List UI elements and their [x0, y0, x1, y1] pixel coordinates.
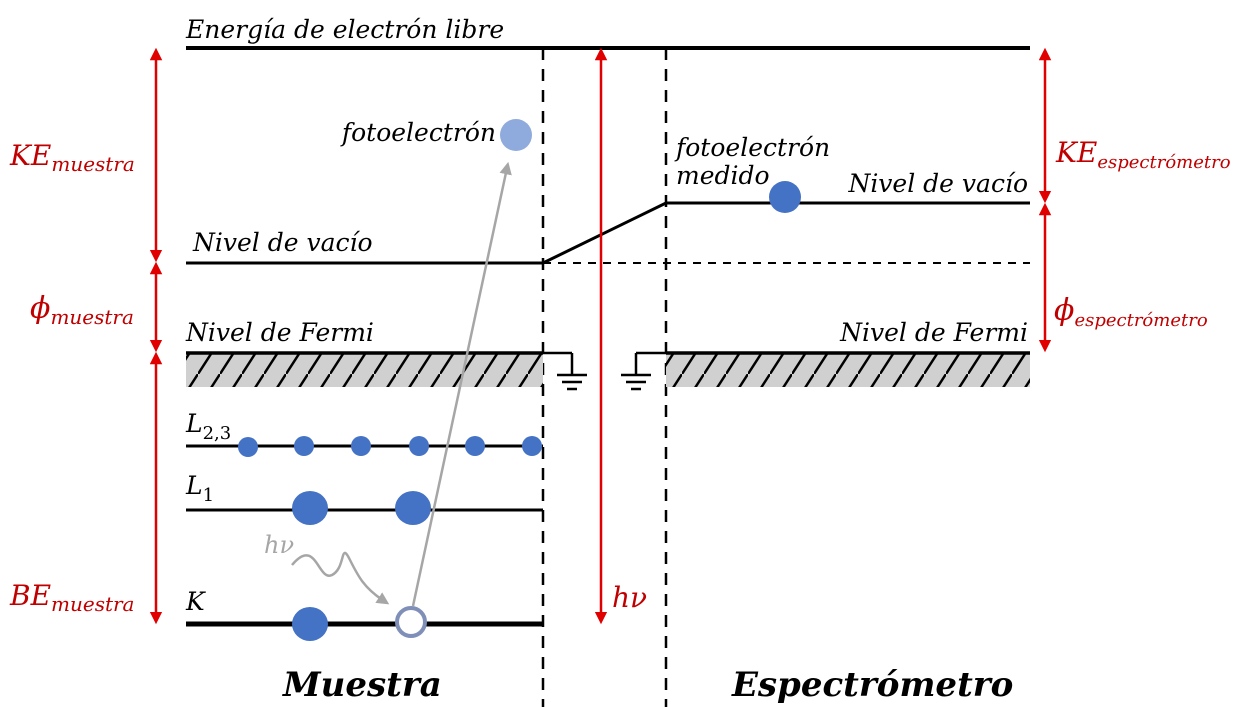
- photon-hv-label: hν: [264, 531, 294, 559]
- level-L1-label: L1: [185, 471, 214, 506]
- measured-photoelectron-label-line1: fotoelectrón: [674, 133, 830, 162]
- level-L23-label: L2,3: [185, 409, 231, 444]
- hv-total-label: hν: [612, 581, 647, 614]
- ground-symbol-sample: [543, 351, 587, 391]
- measured-photoelectron: [769, 181, 801, 213]
- electron: [395, 491, 431, 525]
- emitted-photoelectron: [500, 119, 532, 151]
- ke-sample-label: KEmuestra: [9, 139, 135, 176]
- vacuum-level-right-label: Nivel de vacío: [847, 169, 1028, 198]
- electron: [351, 436, 371, 456]
- sample-title: Muestra: [282, 665, 442, 705]
- phi-spectrometer-label: ϕespectrómetro: [1054, 293, 1208, 331]
- level-K-label: K: [185, 587, 206, 616]
- electron: [522, 436, 542, 456]
- electron: [292, 491, 328, 525]
- free-electron-energy-label: Energía de electrón libre: [185, 15, 504, 44]
- L23-electrons: [238, 436, 542, 457]
- electron: [294, 436, 314, 456]
- vacuum-level-left-label: Nivel de vacío: [192, 228, 373, 257]
- sample-metal-hatch: [186, 353, 543, 387]
- electron: [465, 436, 485, 456]
- electron: [238, 437, 258, 457]
- ke-spectrometer-label: KEespectrómetro: [1055, 136, 1231, 173]
- fermi-level-right-label: Nivel de Fermi: [839, 318, 1028, 347]
- be-sample-label: BEmuestra: [9, 579, 134, 616]
- spectrometer-metal-hatch: [666, 353, 1030, 387]
- fermi-level-left-label: Nivel de Fermi: [185, 318, 374, 347]
- K-electron: [292, 607, 328, 641]
- photoemission-arrow: [411, 161, 512, 607]
- spectrometer-title: Espectrómetro: [731, 665, 1013, 705]
- L1-electrons: [292, 491, 431, 525]
- photoelectron-label: fotoelectrón: [340, 118, 496, 147]
- phi-sample-label: ϕmuestra: [30, 291, 134, 329]
- electron: [409, 436, 429, 456]
- ground-symbol-spectrometer: [621, 351, 666, 391]
- vacuum-level-ramp: [542, 201, 667, 265]
- photon-wave: [291, 551, 390, 605]
- K-hole: [395, 606, 427, 638]
- measured-photoelectron-label-line2: medido: [676, 161, 770, 190]
